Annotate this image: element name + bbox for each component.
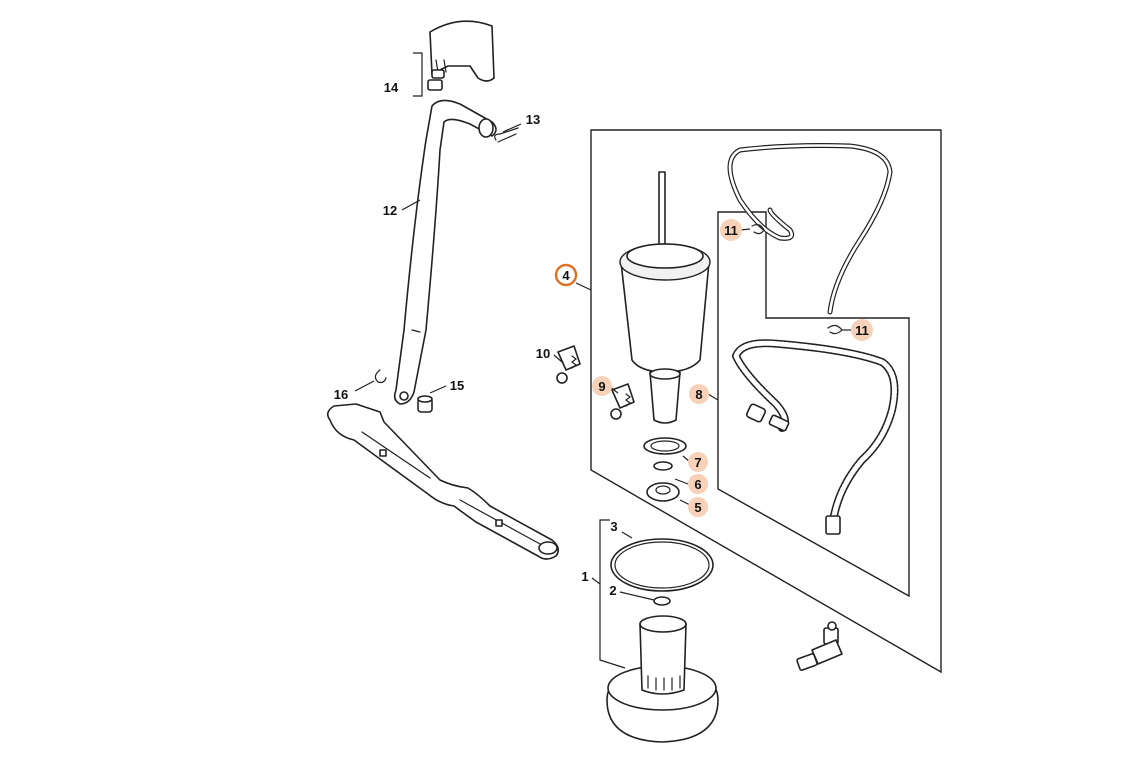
part-14-grip-cap[interactable] — [413, 20, 495, 97]
assembly-bracket-1 — [599, 519, 626, 669]
callout-1[interactable]: 1 — [581, 569, 588, 584]
part-12-handle-bar[interactable] — [393, 99, 497, 405]
callout-15[interactable]: 15 — [450, 378, 464, 393]
primer-fitting — [796, 621, 843, 671]
part-13-cotter-pin[interactable] — [494, 127, 519, 143]
assembly-frame-4 — [590, 129, 942, 674]
part-9-spring-bracket[interactable] — [610, 383, 635, 420]
callout-13[interactable]: 13 — [526, 112, 540, 127]
part-15-bushing[interactable] — [417, 395, 433, 413]
callout-9[interactable]: 9 — [598, 379, 605, 394]
callout-10[interactable]: 10 — [536, 346, 550, 361]
callout-16[interactable]: 16 — [334, 387, 348, 402]
part-2-small-o-ring[interactable] — [653, 596, 671, 606]
callout-3[interactable]: 3 — [610, 519, 617, 534]
axle-shaft — [326, 403, 560, 560]
callout-11b-highlight — [851, 319, 873, 341]
leader-lines — [354, 123, 852, 601]
callout-14[interactable]: 14 — [384, 80, 399, 95]
part-10-spring-bracket[interactable] — [556, 345, 581, 384]
callout-6[interactable]: 6 — [694, 477, 701, 492]
callout-7[interactable]: 7 — [694, 455, 701, 470]
callout-11-lower[interactable]: 11 — [855, 323, 869, 338]
callout-2[interactable]: 2 — [609, 583, 616, 598]
return-line-tube — [727, 143, 893, 315]
assembly-frame-8 — [717, 211, 910, 598]
part-6-o-ring[interactable] — [653, 461, 673, 471]
callout-11a-highlight — [720, 219, 742, 241]
callout-5[interactable]: 5 — [694, 500, 701, 515]
part-5-valve[interactable] — [646, 482, 680, 502]
part-3-large-o-ring[interactable] — [610, 538, 714, 592]
callout-9-highlight — [592, 376, 612, 396]
part-16-clip[interactable] — [374, 369, 387, 384]
part-7-seal-ring[interactable] — [643, 437, 687, 455]
callout-6-highlight — [688, 474, 708, 494]
callout-12[interactable]: 12 — [383, 203, 397, 218]
part-11-hose-clip-upper[interactable] — [751, 224, 765, 235]
callout-11-upper[interactable]: 11 — [724, 223, 738, 238]
callout-8-highlight — [689, 384, 709, 404]
tank-cup — [619, 171, 711, 424]
callout-4[interactable]: 4 — [562, 268, 570, 283]
part-1-base[interactable] — [606, 615, 719, 743]
callout-8[interactable]: 8 — [695, 387, 702, 402]
part-11-hose-clip-lower[interactable] — [827, 324, 843, 335]
part-8-fuel-hose[interactable] — [731, 339, 899, 535]
callout-7-highlight — [688, 452, 708, 472]
callout-4-selected-ring — [554, 263, 578, 287]
callout-5-highlight — [688, 497, 708, 517]
